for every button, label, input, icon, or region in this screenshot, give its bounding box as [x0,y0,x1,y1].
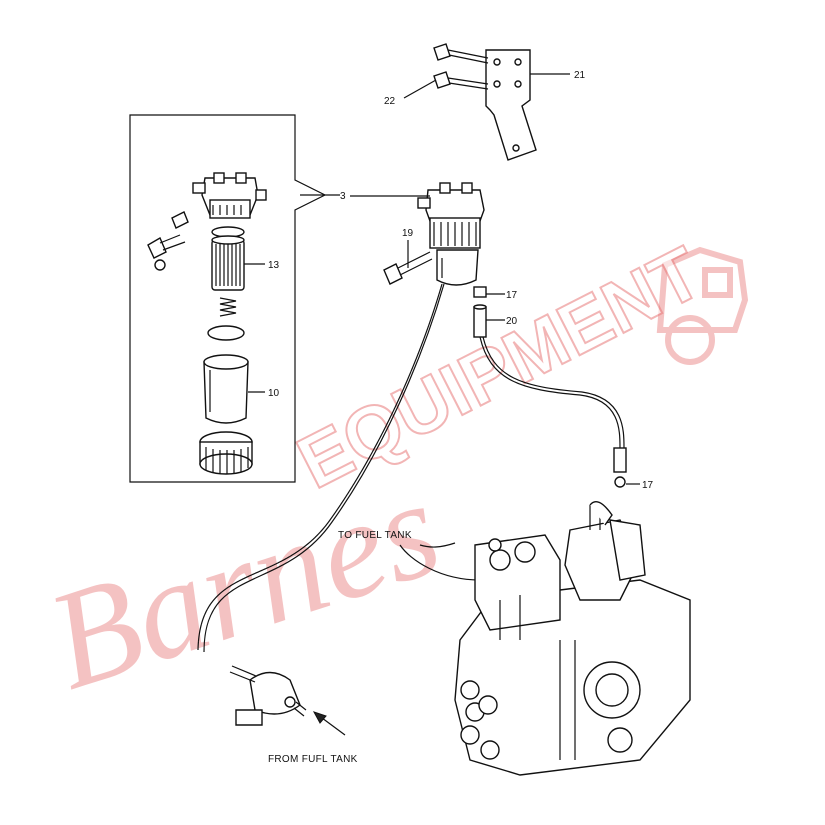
bleed-screw-parts [147,211,189,271]
exploded-view-frame [129,114,327,483]
feed-pump [229,665,307,726]
flow-arrow-icon [312,711,346,736]
mounting-bracket [485,49,537,161]
bracket-bolts [433,43,489,90]
bolt-19 [383,251,433,285]
callout-3: 3 [340,191,346,202]
leader-lines [244,73,640,548]
fuel-lines [197,283,625,653]
caption-from-fuel-tank: FROM FUFL TANK [268,754,358,765]
callout-13: 13 [268,260,280,271]
gasket-17-upper [473,286,487,298]
callout-10: 10 [268,388,280,399]
callout-17-lower: 17 [642,480,654,491]
o-ring-bowl [207,325,245,341]
fuel-filter-assembly [417,182,485,286]
tractor-logo-icon [656,246,749,365]
spring-part [219,297,237,317]
filter-element [211,235,245,291]
callout-21: 21 [574,70,586,81]
callout-22: 22 [384,96,396,107]
ring-nut [199,431,253,475]
filter-head-exploded [192,172,267,219]
callout-20: 20 [506,316,518,327]
injection-pump [454,501,691,776]
pipe-20 [473,304,487,338]
filter-bowl [203,354,249,424]
callout-19: 19 [402,228,414,239]
callout-17-upper: 17 [506,290,518,301]
watermark-script-text: Barnes [32,450,457,720]
pipe-lower-fitting [613,447,627,488]
caption-to-fuel-tank: TO FUEL TANK [338,530,412,541]
